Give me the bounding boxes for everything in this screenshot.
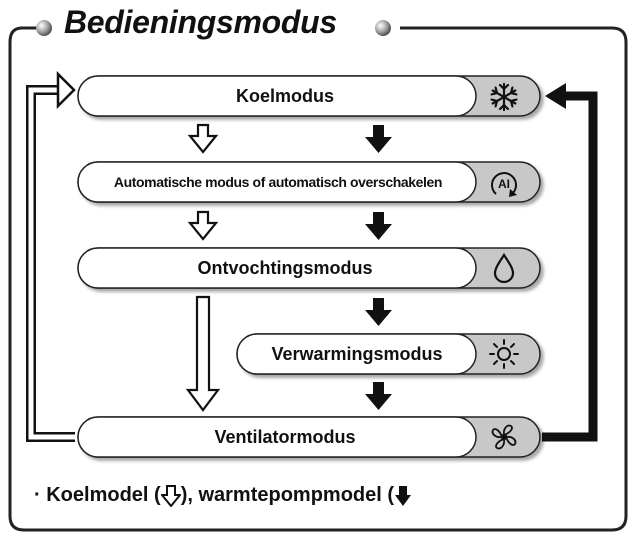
sun-icon	[489, 339, 519, 369]
outline-arrow-2	[187, 210, 219, 241]
solid-arrow-1	[365, 125, 392, 153]
outline-arrow-3-long	[185, 295, 221, 412]
diagram-title: Bedieningsmodus	[64, 4, 337, 40]
solid-arrow-2	[365, 212, 392, 240]
snowflake-icon	[490, 82, 518, 112]
fan-icon	[491, 424, 517, 450]
mode-label-verwarmingsmodus: Verwarmingsmodus	[271, 344, 443, 364]
solid-arrows	[365, 125, 392, 410]
return-arrowhead-outline	[56, 70, 76, 110]
frame-knob-right	[375, 20, 391, 36]
solid-arrow-3	[365, 298, 392, 326]
frame-knob-left	[36, 20, 52, 36]
legend: · Koelmodel ( ), warmtepompmodel (	[34, 484, 412, 508]
legend-mid-text: ), warmtepompmodel (	[180, 484, 395, 507]
mode-label-koelmodus: Koelmodus	[235, 86, 334, 106]
solid-arrow-down-icon	[395, 485, 412, 506]
solid-arrow-4	[365, 382, 392, 410]
svg-text:AI: AI	[498, 177, 510, 191]
mode-label-ventilatormodus: Ventilatormodus	[214, 427, 356, 447]
return-arrowhead-solid	[545, 83, 566, 109]
mode-pill-koelmodus	[77, 75, 541, 117]
outline-arrows	[185, 123, 221, 412]
mode-pill-automatisch	[77, 161, 541, 203]
mode-label-automatisch: Automatische modus of automatisch oversc…	[113, 174, 443, 190]
legend-bullet: ·	[34, 484, 41, 507]
outline-arrow-down-icon	[159, 484, 182, 508]
droplet-icon	[493, 253, 515, 284]
mode-pill-ventilatormodus	[77, 416, 541, 458]
return-path-outline	[26, 85, 75, 442]
mode-pill-ontvochtingsmodus	[77, 247, 541, 289]
mode-label-ontvochtingsmodus: Ontvochtingsmodus	[197, 258, 373, 278]
outer-frame	[8, 26, 628, 532]
return-path-solid	[542, 91, 598, 442]
mode-pill-verwarmingsmodus	[236, 333, 541, 375]
legend-cool-text: Koelmodel (	[46, 484, 161, 507]
outline-arrow-1	[187, 123, 219, 154]
auto-ai-icon: AI	[491, 172, 517, 197]
